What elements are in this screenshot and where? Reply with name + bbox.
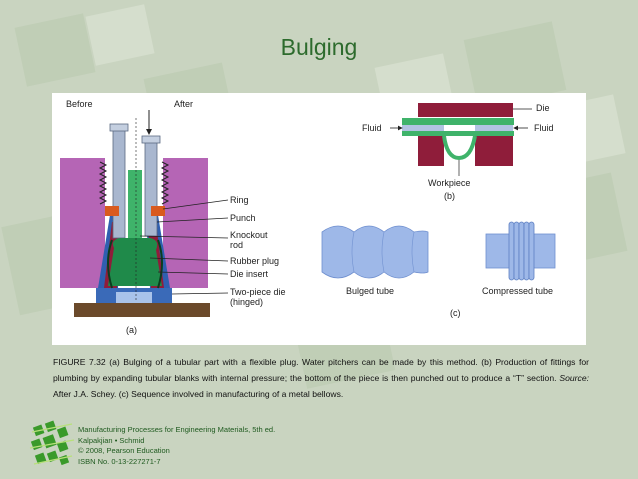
die-right (475, 136, 513, 166)
punch-after-head (141, 135, 161, 144)
compressed-tube-left (485, 233, 511, 269)
footer-copyright: © 2008, Pearson Education (78, 446, 170, 455)
caption-text-end: After J.A. Schey. (c) Sequence involved … (53, 389, 344, 399)
figure-b-tee-fitting: Die Fluid Fluid Workpiece (b) (362, 103, 554, 201)
slide-title: Bulging (280, 34, 358, 60)
bottom-block-center (116, 292, 152, 303)
base-plate (74, 303, 210, 317)
caption-source: Source: (559, 373, 589, 383)
two-piece-die-label-line2: (hinged) (230, 297, 263, 307)
spring-left (98, 161, 108, 205)
punch-label: Punch (230, 213, 256, 223)
punch-before-head (109, 123, 129, 132)
before-label: Before (66, 99, 93, 109)
tube-lower-wall (402, 131, 514, 136)
fluid-right-label: Fluid (534, 123, 554, 133)
bellows-convolutions (508, 221, 535, 281)
knockout-rod (128, 170, 142, 240)
knockout-rod-label-line1: Knockout (230, 230, 268, 240)
figure-c-bellows: Bulged tube Compressed tube (c) (321, 221, 556, 318)
fluid-left-label: Fluid (362, 123, 382, 133)
panel-a-label: (a) (126, 325, 137, 335)
spring-right (160, 161, 170, 205)
panel-c-label: (c) (450, 308, 461, 318)
compressed-tube-right (532, 233, 556, 269)
die-left (418, 136, 444, 166)
after-label: After (174, 99, 193, 109)
bulged-tube-label: Bulged tube (346, 286, 394, 296)
bulged-workpiece (107, 239, 163, 289)
tube-upper-wall (402, 118, 514, 125)
footer-isbn: ISBN No. 0-13-227271-7 (78, 456, 161, 466)
plunger-left (402, 125, 444, 131)
figure-caption: FIGURE 7.32 (a) Bulging of a tubular par… (53, 354, 589, 402)
footer-credits: Manufacturing Processes for Engineering … (78, 425, 275, 467)
pearson-logo (29, 420, 75, 466)
rubber-plug (108, 238, 162, 286)
punch-before (112, 127, 126, 239)
die-block-right (163, 158, 208, 288)
footer-book-title: Manufacturing Processes for Engineering … (78, 425, 276, 434)
two-piece-die-label-line1: Two-piece die (230, 287, 286, 297)
caption-text: FIGURE 7.32 (a) Bulging of a tubular par… (53, 357, 589, 383)
ring-left (105, 206, 119, 216)
two-piece-die-label: Two-piece die(hinged) (230, 287, 286, 307)
ring-label: Ring (230, 195, 249, 205)
die-insert-label: Die insert (230, 269, 269, 279)
rubber-plug-label: Rubber plug (230, 256, 279, 266)
workpiece-bulge (442, 135, 477, 161)
plunger-right (475, 125, 513, 131)
punch-after (144, 139, 158, 237)
footer-authors: Kalpakjian • Schmid (78, 435, 145, 445)
die-label: Die (536, 103, 550, 113)
panel-b-label: (b) (444, 191, 455, 201)
die-block-left (60, 158, 105, 288)
ring-right (151, 206, 165, 216)
knockout-rod-label-line2: rod (230, 240, 243, 250)
workpiece-label: Workpiece (428, 178, 470, 188)
bulged-tube (321, 225, 429, 279)
compressed-tube-label: Compressed tube (482, 286, 553, 296)
die-top (418, 103, 513, 117)
